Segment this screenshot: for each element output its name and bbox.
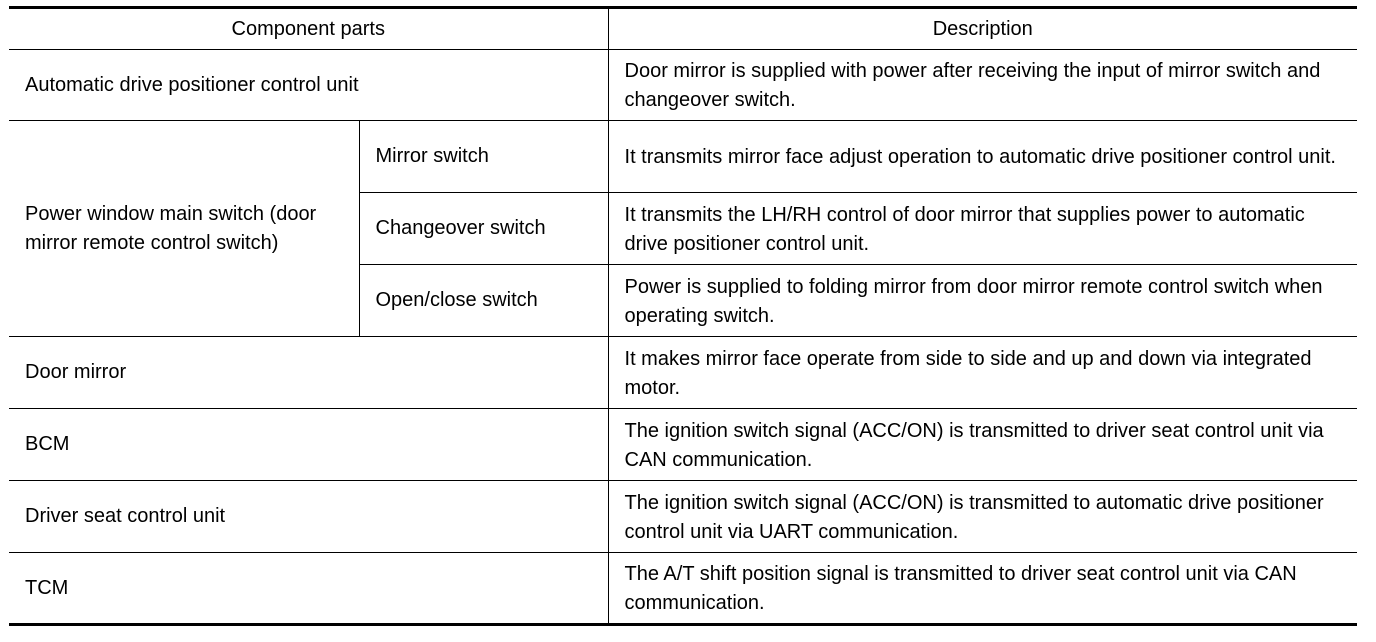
description-cell: It transmits the LH/RH control of door m… xyxy=(607,192,1358,265)
component-cell: Door mirror xyxy=(9,336,609,409)
component-cell: Driver seat control unit xyxy=(9,480,609,553)
table-header-row: Component parts Description xyxy=(9,7,1358,50)
component-cell: BCM xyxy=(9,408,609,481)
table-row: Changeover switch It transmits the LH/RH… xyxy=(9,192,1358,265)
table-row: Open/close switch Power is supplied to f… xyxy=(9,264,1358,337)
subcomponent-cell: Changeover switch xyxy=(359,192,609,265)
component-description-table: Component parts Description Automatic dr… xyxy=(9,6,1358,626)
table-row: Door mirror It makes mirror face operate… xyxy=(9,336,1358,409)
description-cell: The ignition switch signal (ACC/ON) is t… xyxy=(607,408,1358,481)
header-component-parts: Component parts xyxy=(9,7,609,50)
table-row: Automatic drive positioner control unit … xyxy=(9,49,1358,121)
description-cell: Door mirror is supplied with power after… xyxy=(607,49,1358,121)
table-row: Power window main switch (door mirror re… xyxy=(9,120,1358,337)
description-cell: It transmits mirror face adjust operatio… xyxy=(607,120,1358,193)
header-description: Description xyxy=(607,7,1358,50)
subcomponent-cell: Open/close switch xyxy=(359,264,609,337)
table-row: TCM The A/T shift position signal is tra… xyxy=(9,552,1358,625)
description-cell: It makes mirror face operate from side t… xyxy=(607,336,1358,409)
description-cell: The A/T shift position signal is transmi… xyxy=(607,552,1358,625)
table-row: Driver seat control unit The ignition sw… xyxy=(9,480,1358,553)
component-cell: TCM xyxy=(9,552,609,625)
group-component-cell: Power window main switch (door mirror re… xyxy=(9,120,360,337)
component-cell: Automatic drive positioner control unit xyxy=(9,49,609,121)
table-row: BCM The ignition switch signal (ACC/ON) … xyxy=(9,408,1358,481)
description-cell: The ignition switch signal (ACC/ON) is t… xyxy=(607,480,1358,553)
subcomponent-cell: Mirror switch xyxy=(358,120,609,193)
description-cell: Power is supplied to folding mirror from… xyxy=(607,264,1358,337)
